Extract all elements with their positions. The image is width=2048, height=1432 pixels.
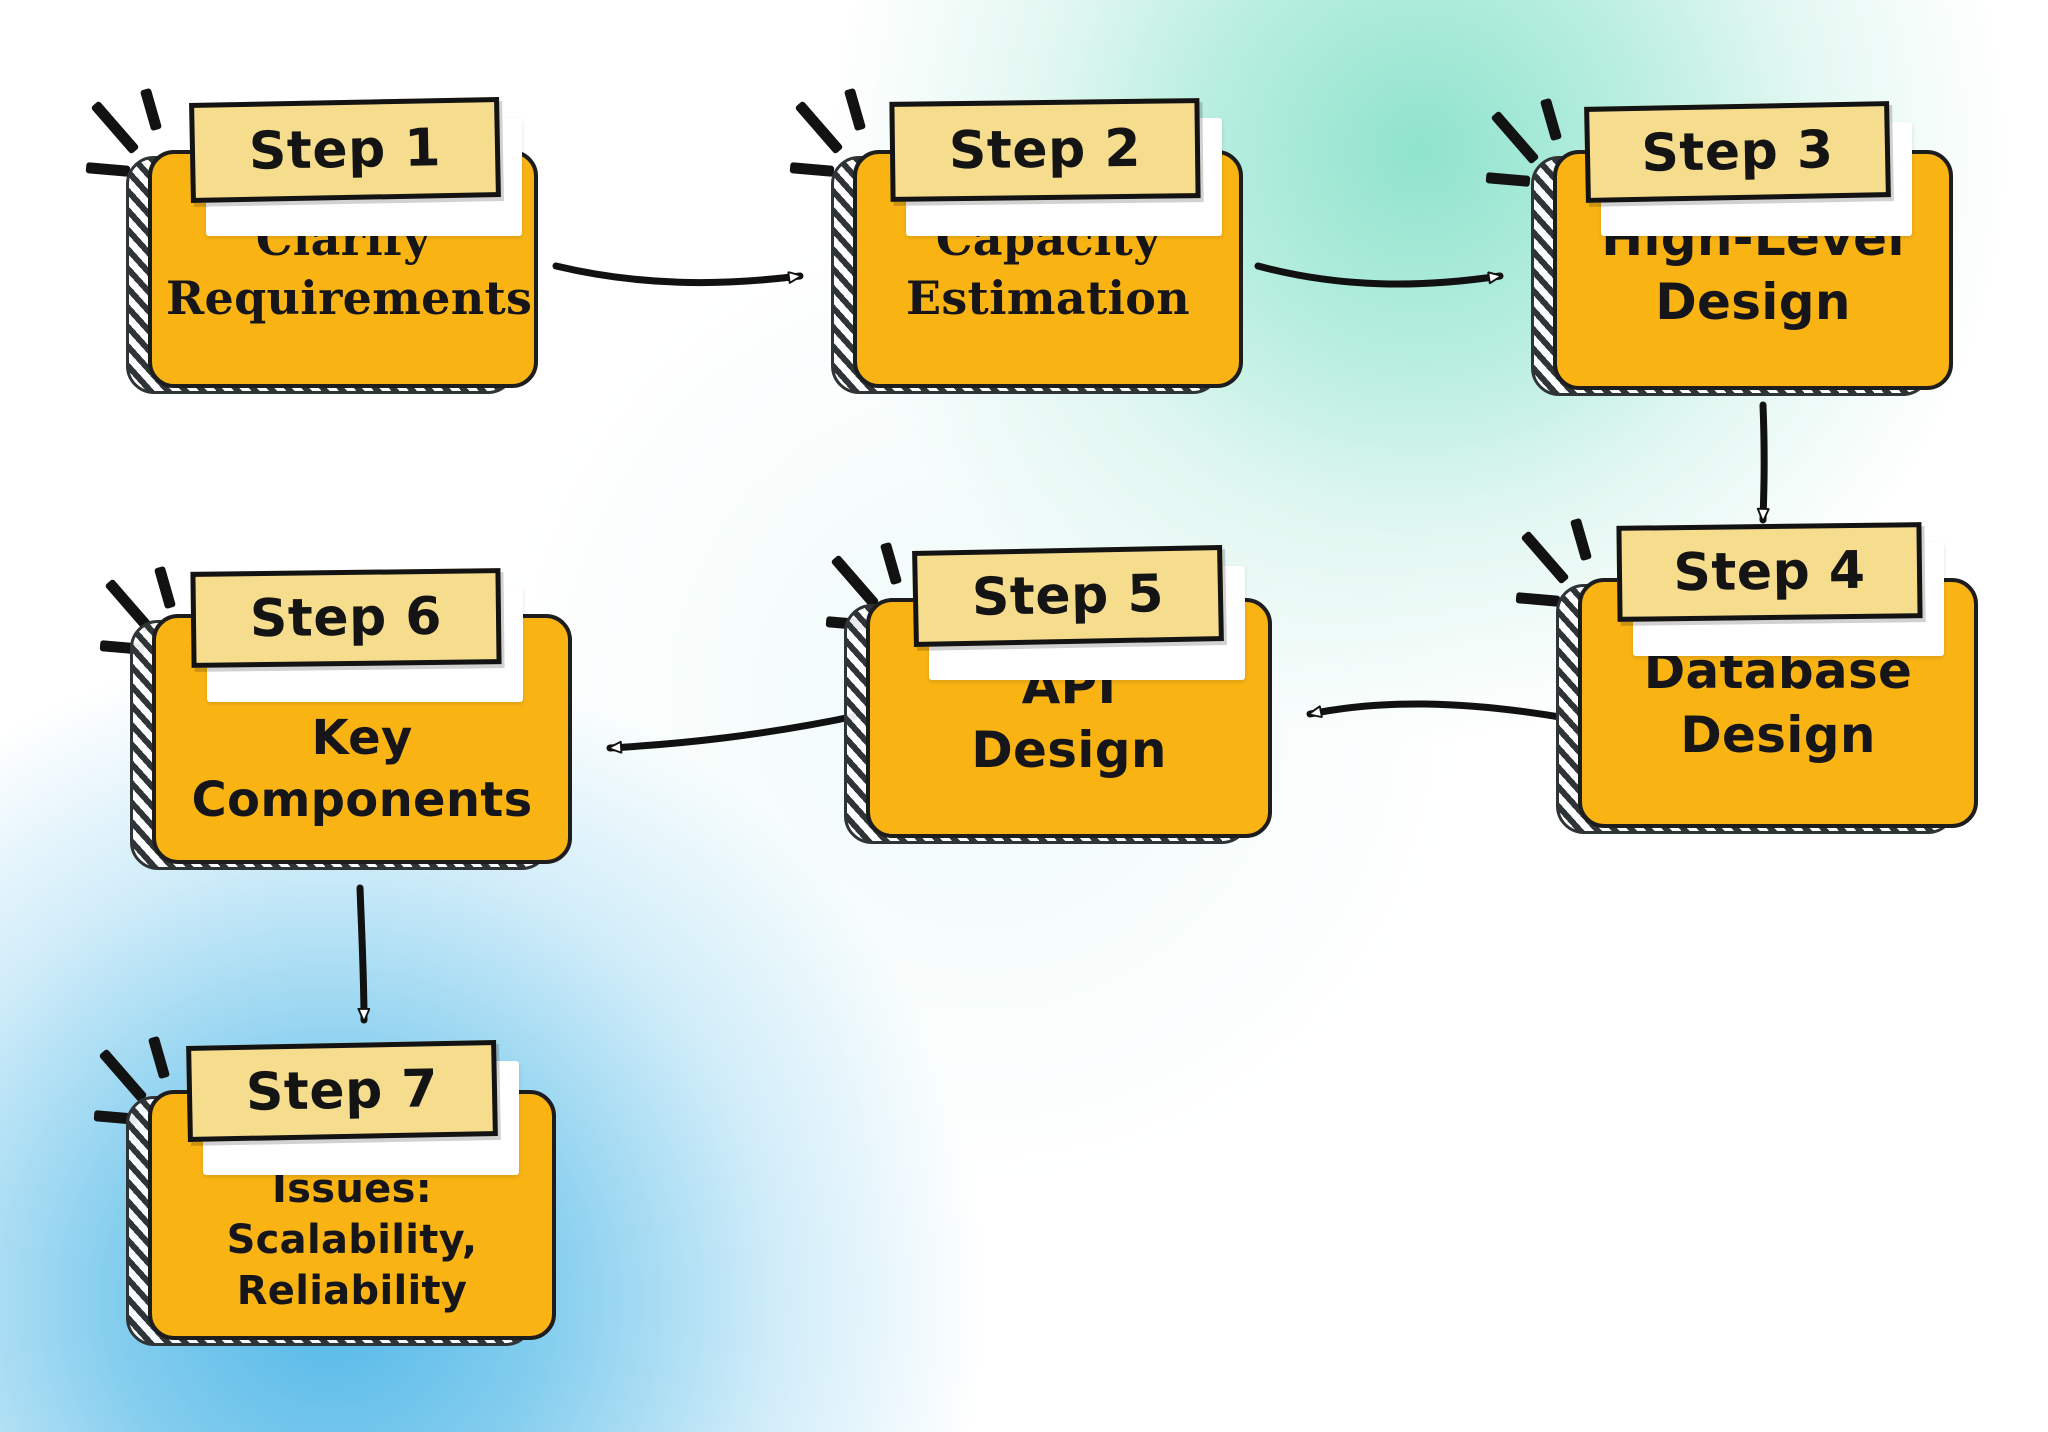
step-tag-label: Step 4 <box>1673 540 1866 604</box>
step-tag-step4[interactable]: Step 4 <box>1616 522 1923 622</box>
edge-step4-step5 <box>1306 700 1570 722</box>
step-tag-label: Step 6 <box>249 586 443 650</box>
card-body-text: Database Design <box>1643 642 1913 764</box>
step-tag-label: Step 7 <box>245 1059 439 1123</box>
edge-step1-step2 <box>552 262 804 287</box>
step-tag-label: Step 1 <box>248 118 442 182</box>
edge-step6-step7 <box>356 884 364 1024</box>
edge-step5-step6 <box>606 712 860 748</box>
step-tag-step3[interactable]: Step 3 <box>1584 101 1891 203</box>
step-tag-step2[interactable]: Step 2 <box>889 98 1201 202</box>
step-tag-step7[interactable]: Step 7 <box>186 1040 498 1142</box>
edge-step3-step4 <box>1763 401 1764 524</box>
step-tag-step1[interactable]: Step 1 <box>189 97 501 203</box>
edge-step2-step3 <box>1254 262 1504 288</box>
step-tag-label: Step 5 <box>971 564 1165 628</box>
step-tag-label: Step 2 <box>948 118 1142 182</box>
step-tag-step5[interactable]: Step 5 <box>912 545 1224 647</box>
step-tag-step6[interactable]: Step 6 <box>190 568 502 668</box>
step-tag-label: Step 3 <box>1640 120 1835 184</box>
